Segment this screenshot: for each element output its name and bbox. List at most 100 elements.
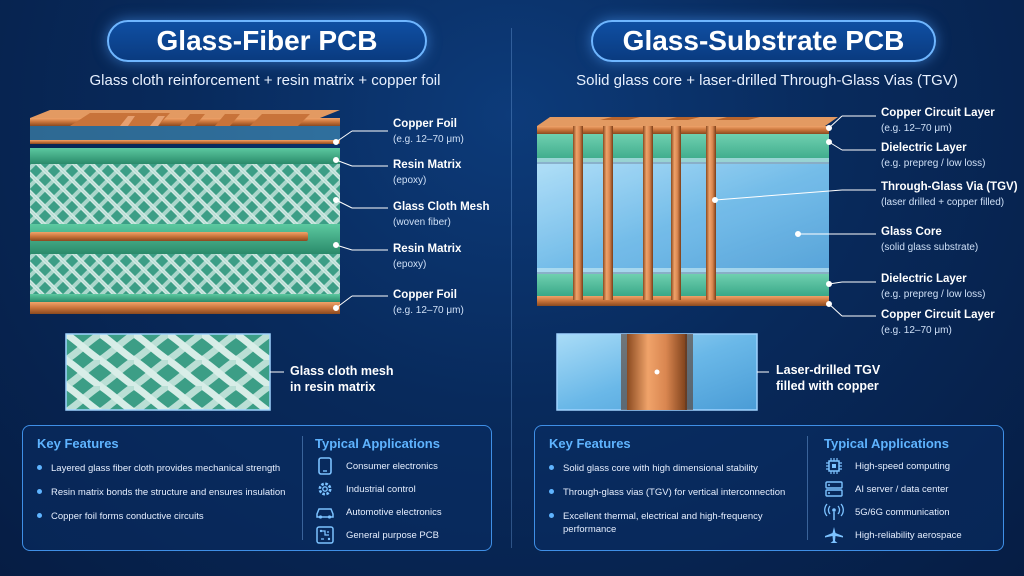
inset-label-line2: filled with copper — [776, 379, 879, 393]
right-callout-copper-bottom: Copper Circuit Layer (e.g. 12–70 μm) — [881, 308, 995, 338]
glass-core — [537, 164, 829, 272]
right-callout-glass-core: Glass Core (solid glass substrate) — [881, 225, 978, 255]
left-app-item: General purpose PCB — [315, 526, 439, 544]
cpu-chip-icon — [824, 457, 844, 475]
callout-title: Through-Glass Via (TGV) — [881, 181, 1018, 193]
right-app-item: AI server / data center — [824, 480, 948, 498]
left-title: Glass-Fiber PCB — [107, 20, 427, 62]
right-callout-dielectric-bottom: Dielectric Layer (e.g. prepreg / low los… — [881, 272, 986, 302]
feature-text: Through-glass vias (TGV) for vertical in… — [563, 487, 786, 498]
inset-label-line2: in resin matrix — [290, 380, 376, 394]
left-inset-label: Glass cloth mesh in resin matrix — [290, 363, 394, 395]
callout-sub: (solid glass substrate) — [881, 242, 979, 253]
callout-sub: (e.g. 12–70 μm) — [393, 134, 464, 145]
left-apps-heading: Typical Applications — [315, 436, 440, 451]
center-divider — [511, 28, 512, 548]
bottom-copper-foil — [30, 302, 340, 314]
app-label: Industrial control — [346, 483, 416, 495]
airplane-icon — [824, 526, 844, 544]
left-callout-copper-foil-top: Copper Foil (e.g. 12–70 μm) — [393, 117, 464, 147]
glass-cloth-layer-2 — [30, 254, 340, 294]
feature-text: Resin matrix bonds the structure and ens… — [51, 487, 286, 498]
left-app-item: Industrial control — [315, 480, 416, 498]
app-label: General purpose PCB — [346, 529, 439, 541]
glass-cloth-inset — [65, 333, 284, 411]
left-feature-item: Copper foil forms conductive circuits — [37, 510, 204, 523]
gear-icon — [315, 480, 335, 498]
tgv-inset — [556, 333, 769, 411]
right-leader-lines — [712, 115, 876, 317]
app-label: Automotive electronics — [346, 506, 442, 518]
antenna-icon — [824, 503, 844, 521]
bottom-copper-circuit-layer — [537, 296, 829, 306]
server-icon — [824, 480, 844, 498]
right-app-item: High-speed computing — [824, 457, 950, 475]
left-title-text: Glass-Fiber PCB — [156, 25, 378, 56]
right-callout-tgv: Through-Glass Via (TGV) (laser drilled +… — [881, 180, 1018, 210]
right-title: Glass-Substrate PCB — [591, 20, 936, 62]
glass-fiber-cross-section — [30, 110, 388, 314]
callout-title: Copper Foil — [393, 118, 457, 130]
left-subtitle: Glass cloth reinforcement + resin matrix… — [89, 72, 441, 89]
callout-sub: (e.g. 12–70 μm) — [881, 325, 952, 336]
callout-sub: (epoxy) — [393, 175, 427, 186]
right-app-item: High-reliability aerospace — [824, 526, 962, 544]
left-app-item: Automotive electronics — [315, 503, 442, 521]
resin-layer-1 — [30, 148, 340, 164]
feature-text: performance — [563, 524, 617, 535]
left-feature-item: Resin matrix bonds the structure and ens… — [37, 486, 285, 499]
right-callout-dielectric-top: Dielectric Layer (e.g. prepreg / low los… — [881, 141, 986, 171]
glass-cloth-layer-1 — [30, 164, 340, 224]
right-title-text: Glass-Substrate PCB — [622, 25, 905, 56]
right-feature-item: Through-glass vias (TGV) for vertical in… — [549, 486, 785, 499]
callout-sub: (e.g. prepreg / low loss) — [881, 289, 986, 300]
callout-title: Copper Foil — [393, 289, 457, 301]
car-icon — [315, 503, 335, 521]
callout-sub: (woven fiber) — [393, 217, 451, 228]
left-callout-copper-foil-bottom: Copper Foil (e.g. 12–70 μm) — [393, 288, 464, 318]
left-callout-resin-matrix-1: Resin Matrix (epoxy) — [393, 158, 461, 188]
callout-title: Glass Core — [881, 226, 942, 238]
callout-title: Glass Cloth Mesh — [393, 201, 490, 213]
callout-title: Copper Circuit Layer — [881, 309, 995, 321]
callout-sub: (e.g. 12–70 μm) — [881, 123, 952, 134]
left-app-item: Consumer electronics — [315, 457, 438, 475]
callout-title: Dielectric Layer — [881, 142, 967, 154]
callout-title: Dielectric Layer — [881, 273, 967, 285]
smartphone-icon — [315, 457, 335, 475]
right-callout-copper-top: Copper Circuit Layer (e.g. 12–70 μm) — [881, 106, 995, 136]
app-label: Consumer electronics — [346, 460, 438, 472]
left-callout-resin-matrix-2: Resin Matrix (epoxy) — [393, 242, 461, 272]
app-label: High-speed computing — [855, 460, 951, 472]
callout-sub: (e.g. 12–70 μm) — [393, 305, 464, 316]
top-copper-circuit-layer — [537, 126, 829, 134]
inset-label-line1: Glass cloth mesh — [290, 364, 394, 378]
callout-title: Resin Matrix — [393, 159, 462, 171]
right-feature-item: Solid glass core with high dimensional s… — [549, 462, 758, 475]
left-leader-lines — [333, 130, 388, 311]
right-inset-label: Laser-drilled TGV filled with copper — [776, 362, 880, 394]
inner-copper-trace — [30, 232, 308, 241]
callout-sub: (epoxy) — [393, 259, 427, 270]
feature-text: Copper foil forms conductive circuits — [51, 511, 204, 522]
right-app-item: 5G/6G communication — [824, 503, 950, 521]
top-dielectric-layer — [537, 134, 829, 162]
feature-text: Solid glass core with high dimensional s… — [563, 463, 758, 474]
callout-sub: (e.g. prepreg / low loss) — [881, 158, 986, 169]
glass-substrate-cross-section — [537, 115, 876, 317]
callout-title: Resin Matrix — [393, 243, 462, 255]
left-info-panel: Key Features Layered glass fiber cloth p… — [22, 425, 492, 551]
app-label: 5G/6G communication — [855, 506, 950, 518]
left-features-heading: Key Features — [37, 436, 119, 451]
feature-text: Excellent thermal, electrical and high-f… — [563, 511, 763, 522]
circuit-board-icon — [315, 526, 335, 544]
inset-label-line1: Laser-drilled TGV — [776, 363, 881, 377]
callout-title: Copper Circuit Layer — [881, 107, 995, 119]
right-apps-heading: Typical Applications — [824, 436, 949, 451]
right-features-heading: Key Features — [549, 436, 631, 451]
app-label: AI server / data center — [855, 483, 949, 495]
left-callout-glass-cloth-mesh: Glass Cloth Mesh (woven fiber) — [393, 200, 490, 230]
top-copper-foil — [30, 110, 340, 144]
right-subtitle: Solid glass core + laser-drilled Through… — [576, 72, 958, 89]
right-feature-item: Excellent thermal, electrical and high-f… — [549, 510, 763, 523]
